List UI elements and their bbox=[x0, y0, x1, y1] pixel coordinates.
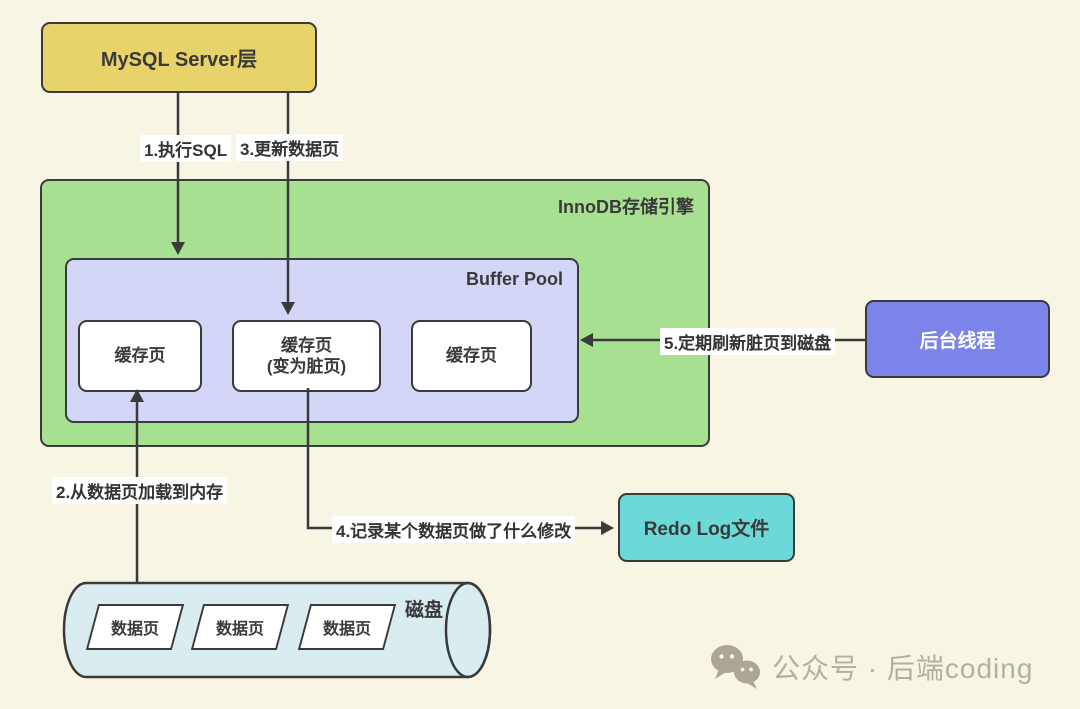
cache-page-3-label: 缓存页 bbox=[446, 346, 497, 366]
disk-label: 磁盘 bbox=[405, 600, 444, 621]
cache-page-1-label: 缓存页 bbox=[114, 346, 166, 366]
data-page-1-label: 数据页 bbox=[110, 621, 159, 638]
wechat-icon bbox=[711, 645, 760, 689]
step-label-4-record-redo: 4.记录某个数据页做了什么修改 bbox=[332, 516, 576, 543]
step-label-2-load-to-memory: 2.从数据页加载到内存 bbox=[52, 477, 228, 504]
cache-page-2-label-line1: 缓存页 bbox=[281, 335, 332, 355]
step-label-3-update-page: 3.更新数据页 bbox=[236, 134, 344, 161]
mysql-server-box: MySQL Server层 bbox=[41, 22, 317, 93]
redo-log-box: Redo Log文件 bbox=[618, 493, 795, 562]
data-page-box-1: 数据页 bbox=[85, 604, 185, 650]
buffer-pool-label: Buffer Pool bbox=[466, 269, 563, 289]
cache-page-2-label-line2: (变为脏页) bbox=[266, 357, 347, 376]
buffer-pool-box: Buffer Pool 缓存页 缓存页 (变为脏页) 缓存页 bbox=[65, 258, 579, 423]
arrowhead-record-redo bbox=[601, 521, 614, 535]
mysql-server-label: MySQL Server层 bbox=[100, 49, 258, 71]
innodb-engine-label: InnoDB存储引擎 bbox=[558, 197, 694, 217]
cache-page-box-1: 缓存页 bbox=[78, 320, 202, 392]
step-label-1-execute-sql: 1.执行SQL bbox=[140, 135, 232, 162]
data-page-3-label: 数据页 bbox=[322, 621, 371, 638]
cache-page-box-3: 缓存页 bbox=[411, 320, 532, 392]
background-thread-box: 后台线程 bbox=[865, 300, 1050, 378]
step-label-5-flush-dirty: 5.定期刷新脏页到磁盘 bbox=[660, 328, 836, 355]
background-thread-label: 后台线程 bbox=[919, 330, 996, 352]
data-page-2-label: 数据页 bbox=[215, 621, 264, 638]
innodb-engine-box: InnoDB存储引擎 Buffer Pool 缓存页 缓存页 (变为脏页) 缓存… bbox=[40, 179, 710, 447]
watermark: 公众号 · 后端coding bbox=[710, 643, 1033, 691]
data-page-box-3: 数据页 bbox=[297, 604, 397, 650]
watermark-text: 公众号 · 后端coding bbox=[772, 653, 1034, 684]
data-page-box-2: 数据页 bbox=[190, 604, 290, 650]
redo-log-label: Redo Log文件 bbox=[643, 519, 770, 540]
cache-page-box-2-dirty: 缓存页 (变为脏页) bbox=[232, 320, 381, 392]
